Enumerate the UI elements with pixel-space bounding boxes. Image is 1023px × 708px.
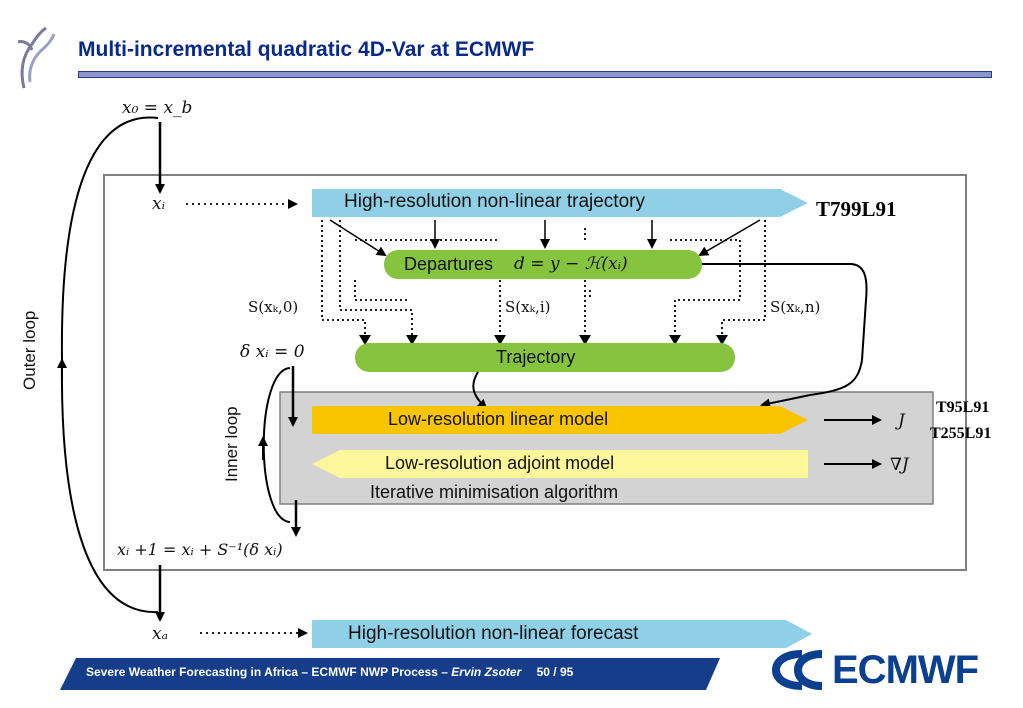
inner-loop-label: Inner loop (222, 406, 241, 482)
lowres-adjoint-shape (312, 450, 808, 478)
resolution-low-1: T95L91 (936, 399, 990, 416)
ecmwf-logo-text: ECMWF (832, 648, 979, 692)
ecmwf-swirl-logo (17, 26, 56, 89)
title-rule (78, 71, 992, 78)
delta-xi-zero: δ xᵢ = 0 (240, 342, 305, 362)
update-equation: xᵢ +1 = xᵢ + S⁻¹(δ xᵢ) (117, 540, 283, 559)
outer-loop-label: Outer loop (20, 310, 39, 390)
s-xk-n: S(xₖ,n) (770, 298, 821, 316)
trajectory-to-linear (472, 371, 488, 410)
lowres-adjoint-label: Low-resolution adjoint model (385, 453, 615, 473)
xi-label: xᵢ (152, 194, 166, 214)
slide-title: Multi-incremental quadratic 4D-Var at EC… (78, 38, 535, 61)
hires-forecast-shape (312, 620, 812, 648)
footer-main: Severe Weather Forecasting in Africa – E… (86, 665, 448, 679)
trajectory-label: Trajectory (496, 347, 576, 367)
s-xk-0: S(xₖ,0) (248, 298, 299, 316)
departures-label: Departures (404, 254, 494, 274)
hires-forecast-label: High-resolution non-linear forecast (348, 623, 639, 644)
trajectory-box (355, 343, 735, 372)
footer-page: 50 / 95 (536, 665, 574, 679)
departures-box (384, 250, 702, 279)
departures-equation: d = y − ℋ(xᵢ) (514, 254, 628, 274)
gradJ-label: ∇J (890, 455, 909, 475)
s-xk-i: S(xₖ,i) (505, 298, 551, 316)
x0-equals-xb: x₀ = x_b (122, 98, 193, 118)
hires-trajectory-shape (312, 189, 808, 217)
lowres-linear-shape (312, 406, 808, 434)
footer-bar (60, 658, 720, 690)
hires-trajectory-label: High-resolution non-linear trajectory (344, 191, 645, 212)
footer-author: Ervin Zsoter (451, 665, 522, 679)
resolution-low-2: T255L91 (930, 425, 992, 442)
outer-frame (103, 174, 967, 571)
footer-text: Severe Weather Forecasting in Africa – E… (86, 665, 573, 679)
resolution-high: T799L91 (816, 197, 897, 221)
lowres-linear-label: Low-resolution linear model (388, 409, 609, 429)
J-label: J (898, 411, 905, 431)
iterative-minimisation-label: Iterative minimisation algorithm (370, 482, 619, 502)
ecmwf-logo-icon (771, 650, 823, 690)
departures-to-linear (702, 263, 868, 409)
xa-label: xₐ (152, 624, 168, 644)
